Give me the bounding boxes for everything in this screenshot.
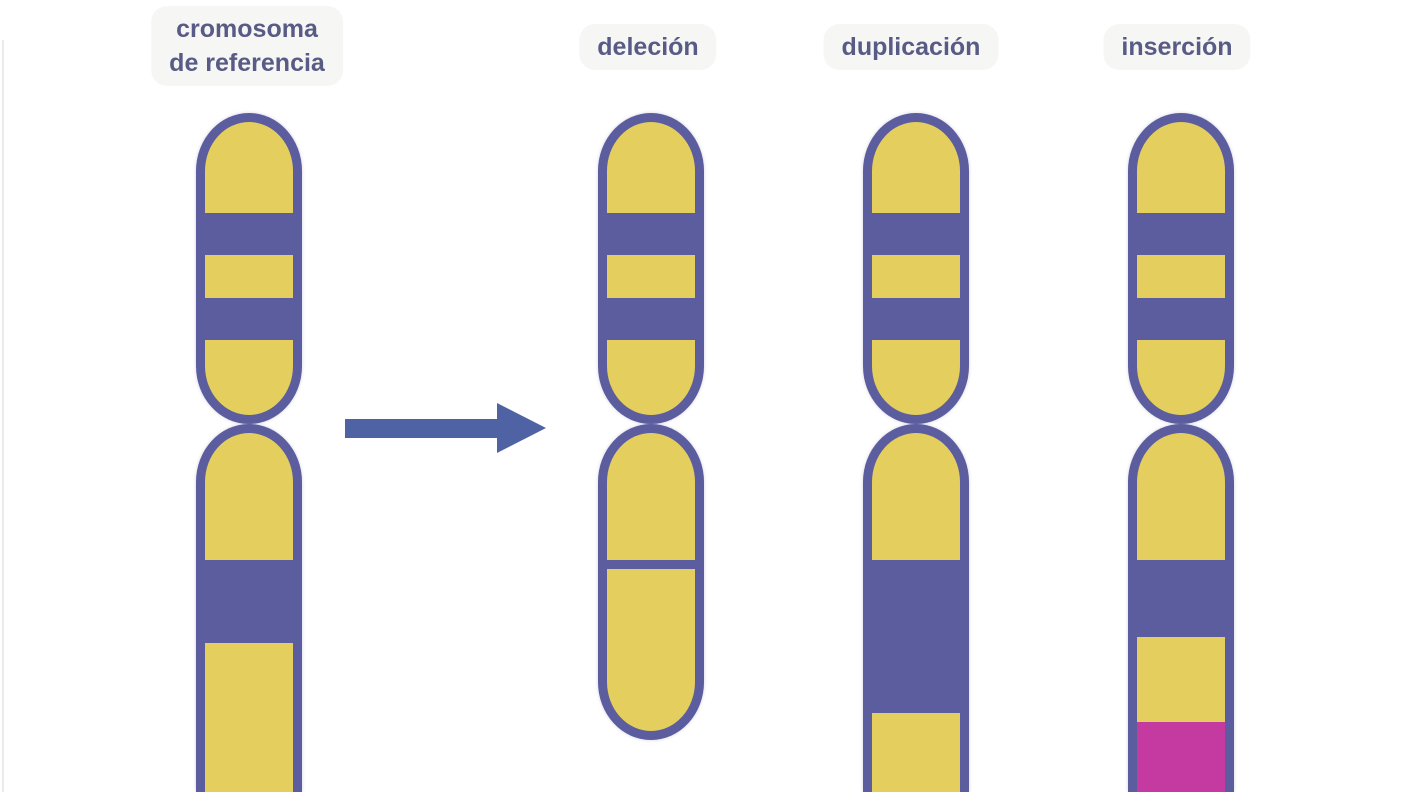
duplication-bottom-arm-bands [872, 433, 960, 792]
purple-band [607, 560, 695, 569]
yellow-band [872, 255, 960, 298]
insertion-chromosome-top-arm [1128, 113, 1234, 424]
insertion-top-arm-bands [1137, 122, 1225, 415]
deletion-label: deleción [579, 24, 717, 70]
purple-band [205, 560, 293, 643]
reference-chromosome-bottom-arm [196, 424, 302, 792]
duplication-label: duplicación [823, 24, 999, 70]
yellow-band [205, 643, 293, 792]
purple-band [872, 560, 960, 713]
reference-chromosome-top-arm [196, 113, 302, 424]
reference-top-arm-bands [205, 122, 293, 415]
purple-band [1137, 298, 1225, 340]
yellow-band [1137, 433, 1225, 560]
insertion-label: inserción [1103, 24, 1251, 70]
yellow-band [872, 713, 960, 792]
insertion-label-text: inserción [1121, 33, 1233, 61]
reference-chromosome-label: cromosoma de referencia [151, 6, 343, 86]
magenta-band [1137, 722, 1225, 792]
deletion-chromosome-top-arm [598, 113, 704, 424]
yellow-band [872, 433, 960, 560]
left-edge-line [2, 40, 4, 792]
purple-band [205, 213, 293, 255]
purple-band [872, 298, 960, 340]
purple-band [607, 213, 695, 255]
yellow-band [1137, 340, 1225, 415]
reference-label-line-2: de referencia [169, 49, 325, 77]
yellow-band [607, 122, 695, 213]
yellow-band [607, 340, 695, 415]
duplication-top-arm-bands [872, 122, 960, 415]
purple-band [1137, 213, 1225, 255]
yellow-band [872, 122, 960, 213]
duplication-chromosome-bottom-arm [863, 424, 969, 792]
yellow-band [872, 340, 960, 415]
yellow-band [1137, 122, 1225, 213]
yellow-band [205, 433, 293, 560]
reference-bottom-arm-bands [205, 433, 293, 792]
deletion-bottom-arm-bands [607, 433, 695, 731]
duplication-label-text: duplicación [841, 33, 981, 61]
reference-label-line-1: cromosoma [176, 15, 318, 43]
purple-band [205, 298, 293, 340]
insertion-bottom-arm-bands [1137, 433, 1225, 792]
yellow-band [607, 255, 695, 298]
deletion-chromosome-bottom-arm [598, 424, 704, 740]
yellow-band [1137, 637, 1225, 722]
yellow-band [205, 255, 293, 298]
deletion-label-text: deleción [597, 33, 699, 61]
purple-band [1137, 560, 1225, 637]
yellow-band [205, 340, 293, 415]
purple-band [872, 213, 960, 255]
purple-band [607, 298, 695, 340]
yellow-band [1137, 255, 1225, 298]
yellow-band [205, 122, 293, 213]
duplication-chromosome-top-arm [863, 113, 969, 424]
deletion-top-arm-bands [607, 122, 695, 415]
yellow-band [607, 433, 695, 560]
insertion-chromosome-bottom-arm [1128, 424, 1234, 792]
arrow-shaft [345, 418, 498, 438]
arrow-head [497, 403, 546, 453]
yellow-band [607, 569, 695, 731]
